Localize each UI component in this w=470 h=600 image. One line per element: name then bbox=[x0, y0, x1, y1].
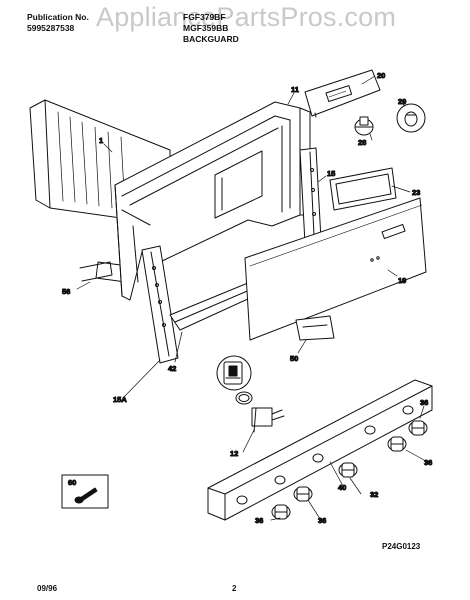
timer-knob-detail bbox=[396, 103, 426, 133]
callout-40: 40 bbox=[338, 483, 346, 492]
callout-32: 32 bbox=[370, 490, 378, 499]
model-number-1: FGF379BF bbox=[183, 12, 226, 22]
screw-detail-box bbox=[61, 474, 109, 509]
model-number-2: MGF359BB bbox=[183, 23, 229, 33]
callout-23: 23 bbox=[412, 188, 420, 197]
burner-knob bbox=[338, 462, 358, 478]
callout-60: 60 bbox=[68, 478, 76, 487]
control-panel bbox=[244, 197, 427, 341]
callout-29: 29 bbox=[398, 97, 406, 106]
callout-36-right: 36 bbox=[424, 458, 432, 467]
infinite-switch bbox=[235, 391, 285, 433]
left-side-bracket bbox=[141, 245, 179, 364]
callout-28: 28 bbox=[358, 138, 366, 147]
rocker-switch-detail bbox=[216, 355, 252, 391]
callout-36-bottom-left: 36 bbox=[255, 516, 263, 525]
callout-50: 50 bbox=[290, 354, 298, 363]
burner-knob bbox=[387, 436, 407, 452]
section-title: BACKGUARD bbox=[183, 34, 239, 44]
callout-56: 56 bbox=[62, 287, 70, 296]
bottom-bracket bbox=[79, 261, 113, 282]
switch-strip bbox=[295, 315, 335, 341]
clock-knob bbox=[354, 116, 374, 136]
display-lens bbox=[329, 167, 397, 211]
publication-number: 5995287538 bbox=[27, 23, 75, 33]
callout-42: 42 bbox=[168, 364, 176, 373]
callout-20: 20 bbox=[377, 71, 385, 80]
backguard-frame bbox=[114, 101, 311, 301]
leader-lines bbox=[76, 75, 425, 523]
publication-label: Publication No. bbox=[27, 12, 89, 22]
burner-knob bbox=[271, 504, 291, 520]
burner-knob bbox=[293, 486, 313, 502]
watermark: AppliancePartsPros.com bbox=[96, 2, 397, 32]
callout-1: 1 bbox=[99, 136, 103, 145]
callout-36-top: 36 bbox=[420, 398, 428, 407]
callout-15: 15 bbox=[327, 169, 335, 178]
callout-15a: 15A bbox=[113, 395, 127, 404]
callout-19: 19 bbox=[398, 276, 406, 285]
page-number: 2 bbox=[232, 584, 237, 593]
footer-date: 09/96 bbox=[37, 584, 58, 593]
callout-11: 11 bbox=[291, 85, 299, 94]
knob-panel bbox=[207, 379, 433, 521]
clock-module bbox=[304, 69, 381, 118]
burner-knob bbox=[408, 420, 428, 436]
figure-code: P24G0123 bbox=[382, 542, 421, 551]
callout-36-bottom: 36 bbox=[318, 516, 326, 525]
callout-12: 12 bbox=[230, 449, 238, 458]
